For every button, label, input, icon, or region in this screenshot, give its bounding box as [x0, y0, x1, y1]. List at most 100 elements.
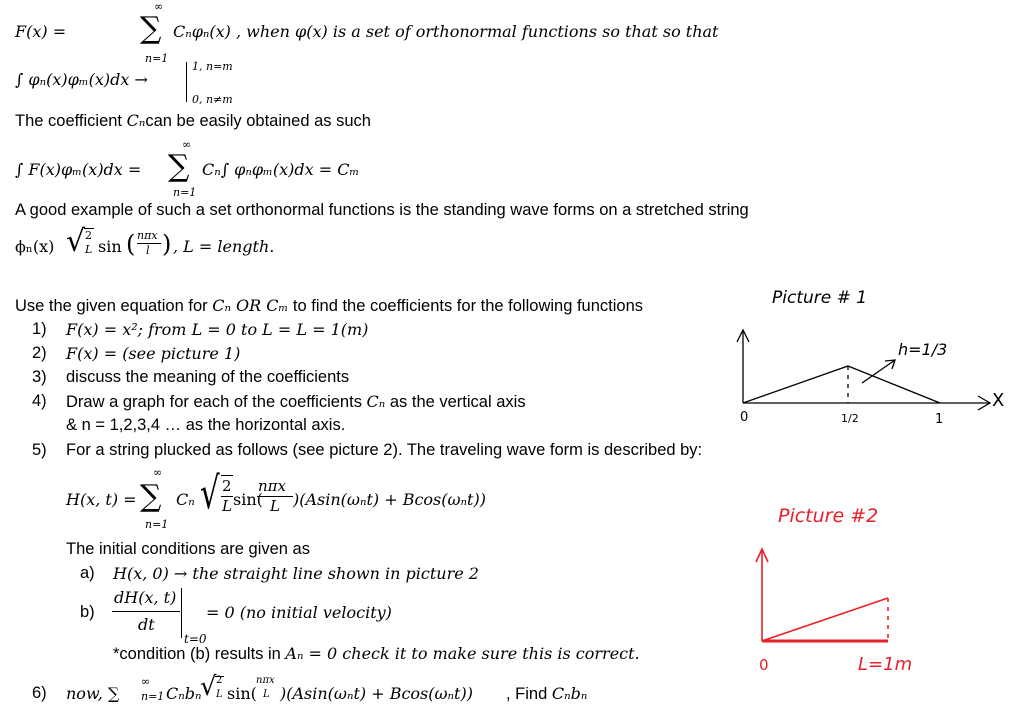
item-6-cnbn: Cₙbₙ: [166, 684, 202, 703]
item-4-text-b: as the vertical axis: [385, 393, 526, 411]
p1-h-label: h=1/3: [898, 340, 948, 359]
p1-x-label: X: [992, 390, 1005, 411]
p1-triangle: [742, 365, 941, 404]
item-5-num: 5): [32, 441, 47, 459]
sum-lower: n=1: [145, 52, 169, 65]
coef-text-b: can be easily obtained as such: [145, 112, 371, 130]
item-6-symbol: Cₙbₙ: [551, 684, 588, 703]
h-sum-upper: ∞: [153, 466, 163, 479]
item-6-frac-den: L: [216, 689, 223, 700]
item-6-frac-num: 2: [216, 675, 223, 686]
paren-right: ): [162, 230, 172, 258]
item-6-sup: ∞: [141, 675, 151, 688]
p1-tick-half: 1/2: [841, 412, 859, 425]
item-2-text: F(x) = (see picture 1): [66, 344, 241, 363]
h-arg-num: nπx: [258, 477, 286, 495]
h-frac-bar: [221, 496, 233, 497]
item-4-text-a: Draw a graph for each of the coefficient…: [66, 393, 367, 411]
h-sqrt-sign: √: [200, 468, 220, 519]
sum-upper-2: ∞: [182, 138, 192, 151]
cond-b-den: dt: [138, 615, 155, 634]
cond-b-rhs: = 0 (no initial velocity): [206, 603, 392, 622]
eq3-lhs: ∫ F(x)φₘ(x)dx =: [15, 160, 142, 179]
sum-upper: ∞: [154, 0, 164, 13]
p1-h-arrow-icon: [884, 359, 896, 370]
p1-x-arrow-icon: [977, 395, 992, 411]
h-cn: Cₙ: [176, 490, 195, 509]
item-1-num: 1): [32, 320, 47, 338]
h-sin: sin(: [233, 490, 263, 509]
p2-tick-L: L=1m: [858, 654, 913, 675]
item-6-find: , Find Cₙbₙ: [506, 684, 587, 704]
item-2-num: 2): [32, 344, 47, 362]
h-lhs: H(x, t) =: [66, 490, 137, 509]
sum-sign-2: ∑: [168, 149, 190, 184]
p2-y-arrow-icon: [755, 547, 769, 563]
item-6-now: now, ∑: [66, 684, 120, 703]
item-4-cont-b: 1,2,3,4 …: [109, 416, 182, 434]
h-rest: )(Asin(ωₙt) + Bcos(ωₙt)): [293, 490, 486, 509]
note: *condition (b) results in Aₙ = 0 check i…: [113, 644, 640, 664]
item-3-num: 3): [32, 368, 47, 386]
cond-b-sub: t=0: [184, 632, 207, 646]
coef-text-a: The coefficient: [15, 112, 127, 130]
cond-a-text: H(x, 0) → the straight line shown in pic…: [113, 564, 479, 583]
eq2-case2: 0, n≠m: [192, 93, 233, 106]
example-text: A good example of such a set orthonormal…: [15, 201, 749, 219]
initial-text: The initial conditions are given as: [66, 540, 310, 558]
sqrt-sign: √: [66, 224, 86, 259]
item-4-text: Draw a graph for each of the coefficient…: [66, 392, 526, 412]
coef-symbol: Cₙ: [126, 111, 146, 130]
cond-b-label: b): [80, 603, 95, 621]
sum-lower-2: n=1: [173, 186, 197, 199]
eq4-arg-num: nπx: [137, 229, 158, 242]
h-sum-lower: n=1: [145, 518, 169, 531]
task-lead: Use the given equation for Cₙ OR Cₘ to f…: [15, 296, 643, 316]
h-arg-bar: [257, 496, 293, 497]
note-b: Aₙ = 0 check it to make sure this is cor…: [285, 644, 640, 663]
p1-tick-1: 1: [935, 412, 944, 427]
item-5-text: For a string plucked as follows (see pic…: [66, 441, 703, 459]
paren-left: (: [126, 230, 136, 258]
cond-b-eval-bar: [181, 588, 182, 638]
picture-2-title: Picture #2: [778, 505, 879, 527]
eq4-sin: sin: [98, 237, 122, 256]
task-lead-symbol: Cₙ OR Cₘ: [212, 296, 289, 315]
p2-string-line: [761, 597, 889, 642]
item-6-arg-num: nπx: [256, 675, 275, 686]
h-frac-num: 2: [222, 477, 232, 495]
item-4-num: 4): [32, 392, 47, 410]
item-4-cont-a: & n =: [66, 416, 110, 434]
cond-a-label: a): [80, 564, 95, 582]
eq4-frac-num: 2: [85, 229, 92, 242]
frac-bar: [137, 243, 161, 244]
eq4-frac-den: L: [85, 243, 93, 256]
eq1-rhs: Cₙφₙ(x) , when φ(x) is a set of orthonor…: [173, 22, 719, 41]
cond-b-num: dH(x, t): [114, 588, 177, 607]
item-6-num: 6): [32, 684, 47, 702]
item-6-find-text: , Find: [506, 685, 552, 703]
item-6-sub: n=1: [141, 690, 165, 703]
note-a: *condition (b) results in: [113, 645, 286, 663]
p1-h-pointer: [861, 359, 896, 384]
h-frac-den: L: [222, 497, 232, 515]
h-arg-den: L: [270, 497, 280, 515]
eq4-phi: ϕₙ(x): [15, 237, 55, 256]
item-6-rest: )(Asin(ωₙt) + Bcos(ωₙt)): [280, 684, 473, 703]
item-1-text: F(x) = x²; from L = 0 to L = L = 1(m): [66, 320, 369, 339]
p1-y-arrow-icon: [736, 328, 750, 343]
h-sum-sign: ∑: [140, 479, 162, 514]
item-6-sqrt: √: [200, 672, 217, 702]
eq2-lhs: ∫ φₙ(x)φₘ(x)dx →: [15, 70, 148, 89]
p1-tick-0: 0: [740, 410, 749, 425]
eq4-arg-den: l: [146, 244, 150, 257]
cond-b-bar: [112, 611, 180, 612]
p2-tick-0: 0: [759, 656, 769, 674]
item-6-arg-den: L: [263, 689, 270, 700]
sqrt-bar: [84, 228, 94, 229]
h-sqrt-bar: [221, 475, 233, 476]
item-6-sin: sin(: [227, 684, 257, 703]
item-6-sqrt-bar: [215, 676, 224, 677]
eq1-lhs: F(x) =: [15, 22, 67, 41]
task-lead-b: to find the coefficients for the followi…: [288, 297, 643, 315]
